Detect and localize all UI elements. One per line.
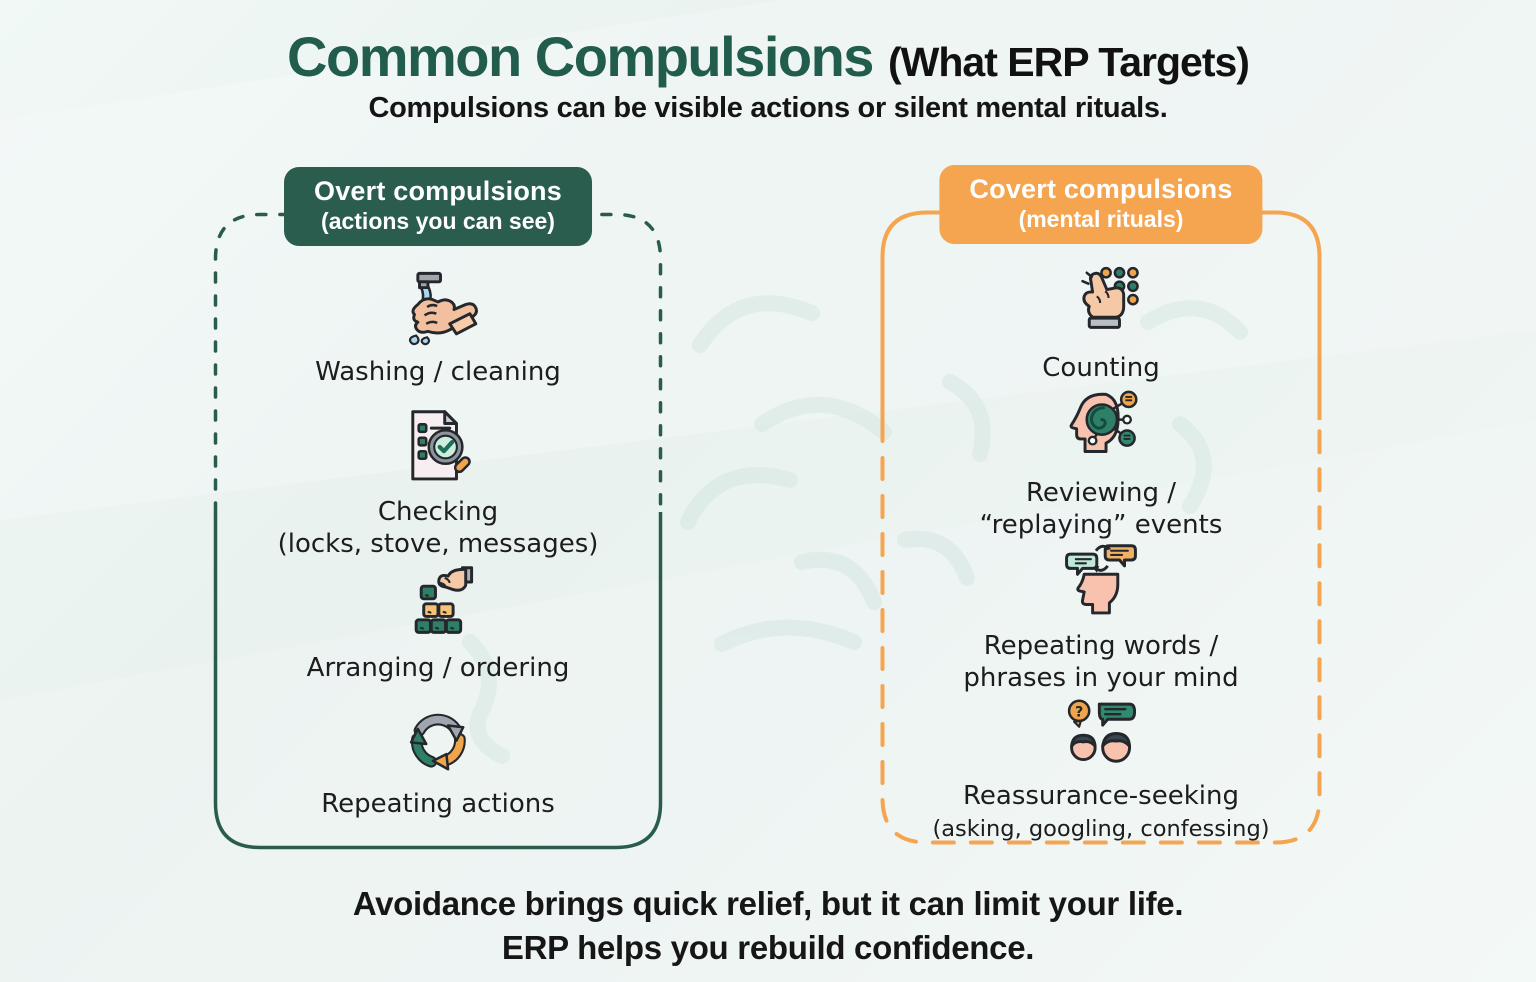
- head-spiral-icon: [880, 385, 1322, 471]
- brain-doodle-watermark: [462, 295, 1248, 764]
- covert-item-repeating-words: Repeating words / phrases in your mind: [880, 538, 1322, 694]
- item-sublabel: (asking, googling, confessing): [932, 815, 1270, 842]
- item-label: Repeating words /: [983, 631, 1219, 661]
- overt-item-checking: Checking (locks, stove, messages): [213, 404, 663, 560]
- item-label-2: phrases in your mind: [963, 662, 1239, 693]
- item-label-2: (locks, stove, messages): [277, 528, 599, 559]
- overt-item-arranging: Arranging / ordering: [213, 560, 663, 685]
- item-label: Washing / cleaning: [315, 357, 561, 387]
- covert-item-counting: Counting: [880, 260, 1322, 385]
- stacking-blocks-icon: [213, 560, 663, 646]
- svg-text:?: ?: [1075, 705, 1083, 721]
- title-suffix: (What ERP Targets): [888, 39, 1250, 85]
- overt-badge-title: Overt compulsions: [314, 176, 562, 206]
- overt-badge-subtitle: (actions you can see): [321, 208, 555, 234]
- overt-item-repeating: Repeating actions: [213, 696, 663, 821]
- overt-header-badge: Overt compulsions (actions you can see): [284, 167, 592, 246]
- footer-line-2: ERP helps you rebuild confidence.: [501, 928, 1035, 966]
- checklist-magnifier-icon: [213, 404, 663, 490]
- head-speech-icon: [880, 538, 1322, 624]
- footer-message: Avoidance brings quick relief, but it ca…: [0, 882, 1536, 969]
- item-label: Arranging / ordering: [306, 653, 570, 683]
- item-label: Checking: [377, 497, 499, 527]
- item-label: Counting: [1042, 353, 1160, 383]
- footer-line-1: Avoidance brings quick relief, but it ca…: [352, 885, 1184, 922]
- counting-hand-icon: [880, 260, 1322, 346]
- washing-hands-icon: [213, 264, 663, 350]
- covert-item-reassurance: ? Reassurance-seeking (asking, googling,…: [880, 688, 1322, 843]
- item-label-2: “replaying” events: [979, 509, 1223, 540]
- covert-header-badge: Covert compulsions (mental rituals): [939, 165, 1263, 244]
- overt-item-washing: Washing / cleaning: [213, 264, 663, 389]
- people-talking-icon: ?: [880, 688, 1322, 774]
- cycle-arrows-icon: [213, 696, 663, 782]
- page-subtitle: Compulsions can be visible actions or si…: [368, 92, 1168, 124]
- covert-badge-title: Covert compulsions: [969, 174, 1233, 204]
- covert-compulsions-panel: Covert compulsions (mental rituals): [880, 165, 1322, 845]
- page-title: Common Compulsions (What ERP Targets): [0, 24, 1536, 89]
- item-label: Reassurance-seeking: [963, 781, 1239, 811]
- overt-compulsions-panel: Overt compulsions (actions you can see) …: [213, 167, 663, 850]
- overt-panel-border: [213, 212, 663, 850]
- item-label: Reviewing /: [1026, 478, 1176, 508]
- title-main: Common Compulsions: [287, 25, 874, 88]
- item-label: Repeating actions: [321, 789, 555, 819]
- covert-badge-subtitle: (mental rituals): [1018, 206, 1184, 232]
- covert-item-reviewing: Reviewing / “replaying” events: [880, 385, 1322, 541]
